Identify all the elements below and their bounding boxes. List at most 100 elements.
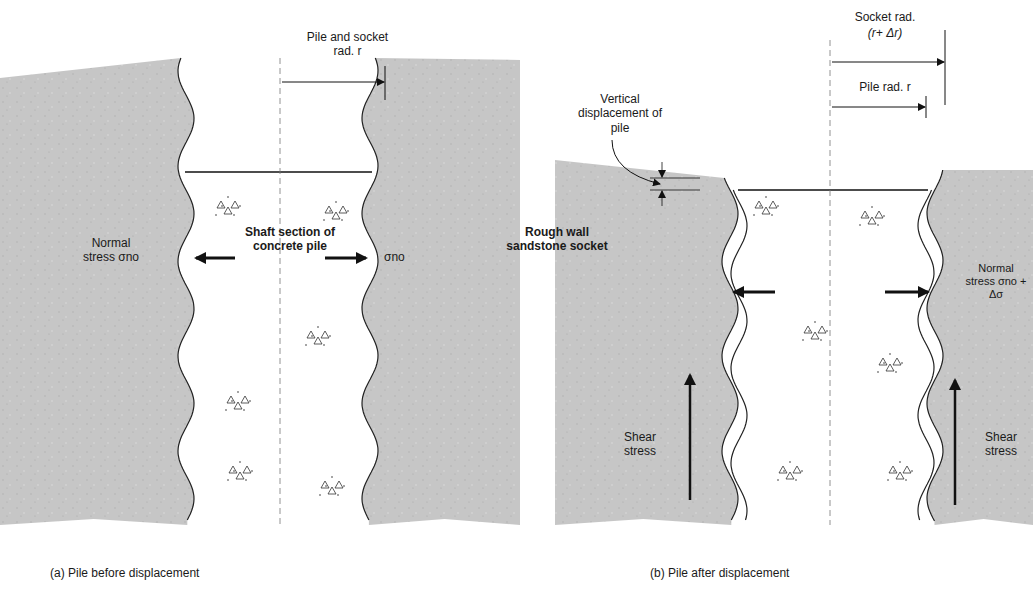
pile-wall (918, 190, 934, 520)
dimension-tick (385, 66, 386, 100)
annotation-label: Normal stress σno (80, 236, 142, 265)
aggregate-stone (804, 326, 812, 333)
rock-mass (927, 170, 1033, 525)
aggregate-stone (241, 396, 249, 403)
sandstone-rock (0, 58, 1033, 525)
aggregate-dot (231, 400, 233, 402)
aggregate-dot (865, 215, 867, 217)
aggregate-dot (323, 219, 325, 221)
aggregate-dot (245, 479, 247, 481)
aggregate-dot (777, 205, 779, 207)
aggregate-stone (793, 466, 801, 473)
annotation-label: Pile and socket rad. r (300, 30, 395, 59)
aggregate-stone (889, 466, 897, 473)
aggregate-dot (877, 224, 879, 226)
displacement-tick (650, 190, 700, 191)
aggregate-dot (826, 330, 828, 332)
aggregate-dot (808, 330, 810, 332)
normal-stress-arrow (325, 257, 366, 260)
aggregate-stone (893, 358, 901, 365)
aggregate-stone (321, 331, 329, 338)
aggregate-dot (329, 210, 331, 212)
aggregate-dot (905, 479, 907, 481)
aggregate-dot (325, 485, 327, 487)
aggregate-dot (895, 371, 897, 373)
aggregate-dot (215, 214, 217, 216)
aggregate-dot (901, 362, 903, 364)
aggregate-dot (765, 196, 767, 198)
aggregate-dot (337, 494, 339, 496)
aggregate-dot (789, 461, 791, 463)
annotation-label: Vertical displacement of pile (575, 92, 665, 135)
dimension-arrow (282, 82, 384, 83)
aggregate-dot (801, 470, 803, 472)
aggregate-stone (229, 466, 237, 473)
aggregate-dot (795, 479, 797, 481)
aggregate-dot (820, 339, 822, 341)
aggregate-dot (311, 335, 313, 337)
aggregate-dot (883, 215, 885, 217)
aggregate-dot (883, 362, 885, 364)
aggregate-dot (225, 409, 227, 411)
leader-arrow (612, 140, 660, 184)
aggregate-dot (233, 470, 235, 472)
aggregate-dot (877, 371, 879, 373)
annotation-label: Socket rad. (845, 10, 925, 24)
aggregate-stone (879, 358, 887, 365)
dimension-arrow (832, 62, 944, 63)
aggregate-stone (325, 206, 333, 213)
center-line (280, 58, 281, 525)
aggregate-stone (818, 326, 826, 333)
rough-wall (178, 58, 194, 520)
aggregate-dot (227, 196, 229, 198)
aggregate-dot (802, 339, 804, 341)
aggregate-dot (859, 224, 861, 226)
annotation-label: Shaft section of concrete pile (240, 225, 340, 254)
aggregate-dot (889, 353, 891, 355)
aggregate-stone (769, 201, 777, 208)
rough-wall (722, 178, 738, 520)
aggregate-stone (903, 466, 911, 473)
aggregate-dot (331, 476, 333, 478)
displacement-tick (650, 178, 700, 179)
aggregate-stone (335, 481, 343, 488)
aggregate-dot (323, 344, 325, 346)
annotation-label: σno (384, 250, 424, 264)
aggregate-dot (243, 409, 245, 411)
aggregate-stone (779, 466, 787, 473)
aggregate-dot (249, 400, 251, 402)
dimension-tick (945, 30, 946, 105)
aggregate-dot (251, 470, 253, 472)
aggregate-stone (227, 396, 235, 403)
center-line (830, 40, 831, 525)
annotation-label: (r+ Δr) (845, 26, 925, 40)
aggregate-dot (221, 205, 223, 207)
aggregate-stone (339, 206, 347, 213)
aggregate-dot (329, 335, 331, 337)
aggregate-dot (239, 205, 241, 207)
aggregate (215, 196, 913, 496)
aggregate-dot (319, 494, 321, 496)
aggregate-dot (771, 214, 773, 216)
aggregate-dot (814, 321, 816, 323)
aggregate-dot (777, 479, 779, 481)
aggregate-dot (237, 391, 239, 393)
panel-caption: (b) Pile after displacement (650, 566, 870, 580)
rough-wall (927, 170, 943, 521)
aggregate-stone (875, 211, 883, 218)
rock-mass (362, 58, 520, 525)
aggregate-dot (759, 205, 761, 207)
aggregate-dot (233, 214, 235, 216)
aggregate-dot (899, 461, 901, 463)
aggregate-dot (893, 470, 895, 472)
rock-mass (0, 58, 194, 525)
normal-stress-arrow (734, 291, 775, 294)
aggregate-dot (871, 206, 873, 208)
aggregate-dot (783, 470, 785, 472)
aggregate-stone (217, 201, 225, 208)
aggregate-dot (341, 219, 343, 221)
panel-caption: (a) Pile before displacement (50, 566, 270, 580)
shear-stress-arrow (689, 375, 692, 500)
pile-wall (731, 190, 747, 520)
rough-wall (362, 58, 378, 520)
